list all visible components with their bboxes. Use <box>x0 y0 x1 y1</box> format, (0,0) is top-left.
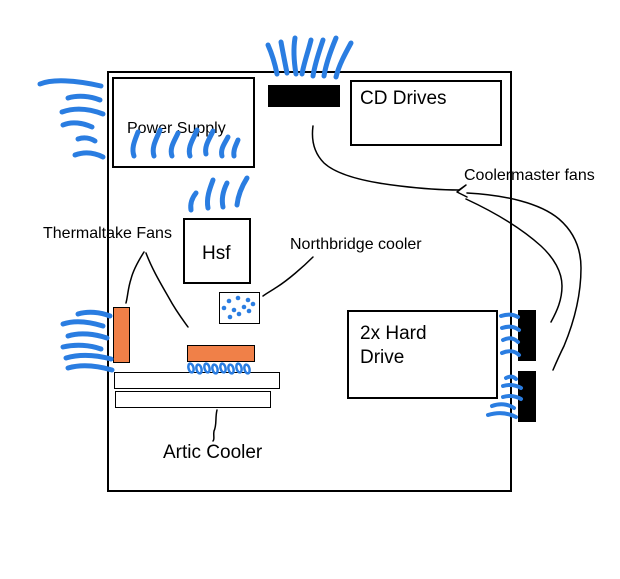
hdd-fan-top-airflow-strokes <box>499 312 521 357</box>
coolermaster-fans-label: Coolermaster fans <box>464 167 595 184</box>
coolermaster-pointer-hook <box>456 184 468 198</box>
psu-bottom-airflow-strokes <box>130 127 241 159</box>
side-intake-airflow-strokes <box>60 309 115 373</box>
thermaltake-fans-label: Thermaltake Fans <box>43 225 172 242</box>
hsf-box: Hsf <box>183 218 251 284</box>
coolermaster-pointer-line-inner <box>465 198 563 323</box>
northbridge-cooler-label: Northbridge cooler <box>290 236 422 253</box>
artic-airflow-loops <box>187 362 251 375</box>
northbridge-dots <box>221 295 256 320</box>
coolermaster-pointer-line-top-fan <box>311 125 460 191</box>
artic-cooler-pointer-line <box>212 409 218 442</box>
top-exhaust-airflow-strokes <box>265 35 354 80</box>
hsf-label: Hsf <box>202 243 231 264</box>
psu-side-airflow-strokes <box>37 78 106 160</box>
cd-drives-box: CD Drives <box>350 80 502 146</box>
coolermaster-pointer-line-outer <box>466 192 582 371</box>
top-exhaust-fan <box>268 85 340 107</box>
hsf-airflow-strokes <box>188 175 250 213</box>
hard-drive-box: 2x Hard Drive <box>347 310 498 399</box>
cd-drives-label: CD Drives <box>360 88 447 109</box>
power-supply-box: Power Supply <box>112 77 255 168</box>
computer-case-outline <box>107 71 512 492</box>
thermaltake-fan-bottom <box>187 345 255 362</box>
coolermaster-pointer-lines <box>311 125 582 371</box>
northbridge-pointer-line <box>262 256 314 297</box>
hdd-fan-bottom-airflow-strokes <box>486 374 523 419</box>
thermaltake-fan-left <box>113 307 130 363</box>
artic-cooler-label: Artic Cooler <box>163 442 263 463</box>
artic-cooler-bar-2 <box>115 391 271 408</box>
coolermaster-fan-top <box>518 310 536 361</box>
coolermaster-fan-bottom <box>518 371 536 422</box>
thermaltake-pointer-line-left <box>125 251 145 304</box>
hard-drive-label: 2x Hard Drive <box>360 323 427 368</box>
thermaltake-pointer-line-right <box>145 252 189 328</box>
thermaltake-pointer-lines <box>125 251 189 328</box>
